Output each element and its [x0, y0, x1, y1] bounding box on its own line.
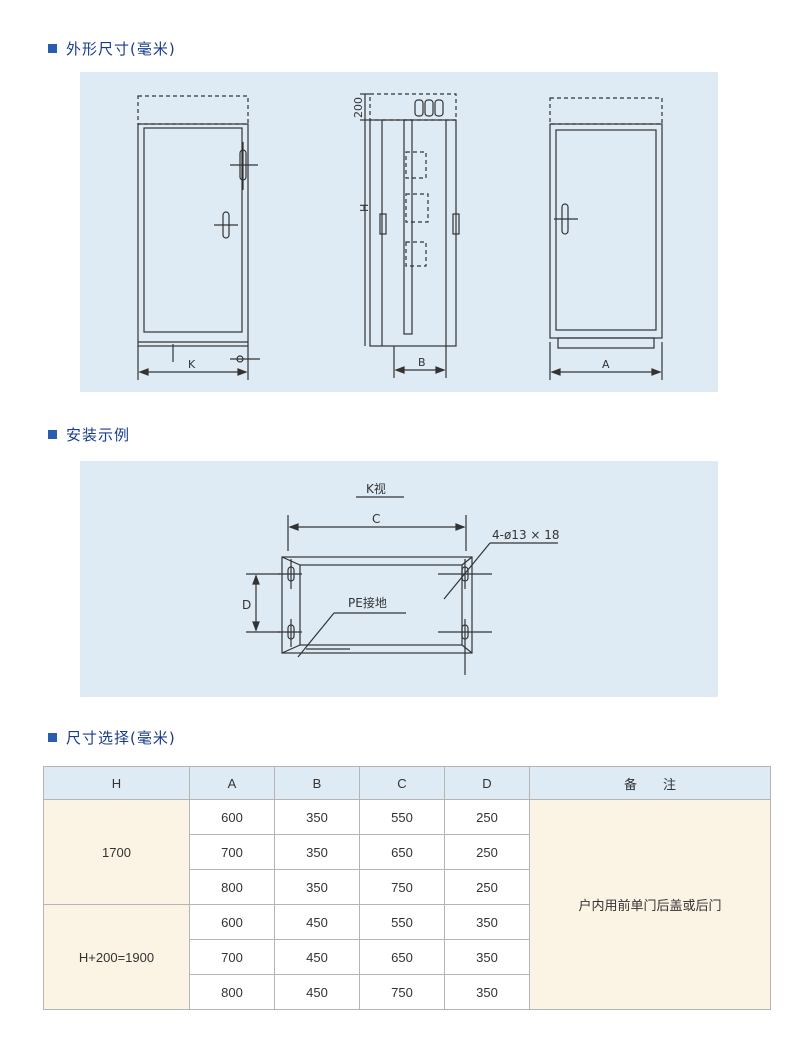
cell-d: 250	[444, 869, 530, 905]
header-b: B	[274, 766, 360, 800]
cabinet-door-left	[143, 127, 243, 333]
pe-ground-label: PE接地	[348, 595, 387, 610]
cell-c: 750	[359, 869, 445, 905]
header-c: C	[359, 766, 445, 800]
cell-a: 600	[189, 904, 275, 940]
cell-remarks: 户内用前单门后盖或后门	[529, 799, 771, 1010]
installation-base-drawing: K视 C D 4-ø13 × 18 PE接地	[242, 481, 560, 675]
cabinet-body-left	[137, 123, 249, 347]
cell-a: 600	[189, 799, 275, 835]
cell-b: 350	[274, 869, 360, 905]
cell-b: 450	[274, 974, 360, 1010]
cell-c: 550	[359, 799, 445, 835]
cell-a: 800	[189, 974, 275, 1010]
square-bullet-icon	[48, 430, 57, 439]
cabinet-door-right	[555, 129, 657, 331]
cell-a: 700	[189, 834, 275, 870]
table-row: 800 450 750 350	[44, 974, 771, 1010]
cabinet-outline-drawing: K 200 H B A	[137, 93, 663, 380]
size-selection-table: H A B C D 备 注 1700 600 350 550 250 户内用前单…	[43, 766, 771, 1010]
table-header-row: H A B C D 备 注	[43, 766, 771, 800]
cell-b: 350	[274, 834, 360, 870]
table-row: 800 350 750 250	[44, 869, 771, 905]
cell-d: 250	[444, 799, 530, 835]
cell-c: 650	[359, 939, 445, 975]
header-remarks: 备 注	[529, 766, 771, 800]
top-extension-dashed-right	[549, 97, 663, 125]
installation-drawing-panel: K视 C D 4-ø13 × 18 PE接地	[80, 461, 718, 697]
cell-a: 800	[189, 869, 275, 905]
header-h: H	[43, 766, 190, 800]
cell-c: 650	[359, 834, 445, 870]
dim-label-b: B	[418, 356, 426, 369]
cell-d: 350	[444, 939, 530, 975]
cabinet-body-middle	[369, 119, 457, 347]
top-extension-dashed-left	[137, 95, 249, 125]
base-frame-outer	[281, 556, 473, 654]
cell-c: 550	[359, 904, 445, 940]
cell-d: 250	[444, 834, 530, 870]
square-bullet-icon	[48, 44, 57, 53]
section-title-selection-text: 尺寸选择(毫米)	[66, 729, 176, 747]
k-view-label: K视	[366, 481, 386, 496]
cell-c: 750	[359, 974, 445, 1010]
cell-a: 700	[189, 939, 275, 975]
holes-spec-label: 4-ø13 × 18	[492, 528, 560, 542]
section-title-dimensions-text: 外形尺寸(毫米)	[66, 40, 176, 58]
square-bullet-icon	[48, 733, 57, 742]
dim-label-a: A	[602, 358, 610, 371]
cell-b: 450	[274, 904, 360, 940]
cabinet-body-right	[549, 123, 663, 339]
table-row: 1700 600 350 550 250 户内用前单门后盖或后门	[43, 799, 771, 1010]
cell-b: 350	[274, 799, 360, 835]
cell-h-group-2: H+200=1900	[43, 904, 190, 1010]
cell-b: 450	[274, 939, 360, 975]
table-row: 700 450 650 350	[44, 939, 771, 975]
header-a: A	[189, 766, 275, 800]
cell-h-group-1: 1700	[43, 799, 190, 905]
dimensions-drawing-panel: K 200 H B A	[80, 72, 718, 392]
section-title-installation-text: 安装示例	[66, 426, 131, 444]
dim-label-h: H	[358, 204, 371, 212]
cell-d: 350	[444, 904, 530, 940]
mounting-rail	[403, 119, 413, 335]
dim-label-d: D	[242, 598, 251, 612]
cell-d: 350	[444, 974, 530, 1010]
dim-label-200: 200	[352, 97, 365, 118]
section-title-selection: 尺寸选择(毫米)	[48, 727, 176, 748]
header-d: D	[444, 766, 530, 800]
dim-label-c: C	[372, 512, 380, 526]
section-title-installation: 安装示例	[48, 424, 130, 445]
dim-label-k: K	[188, 358, 196, 371]
base-frame-inner	[299, 564, 463, 646]
section-title-dimensions: 外形尺寸(毫米)	[48, 38, 176, 59]
